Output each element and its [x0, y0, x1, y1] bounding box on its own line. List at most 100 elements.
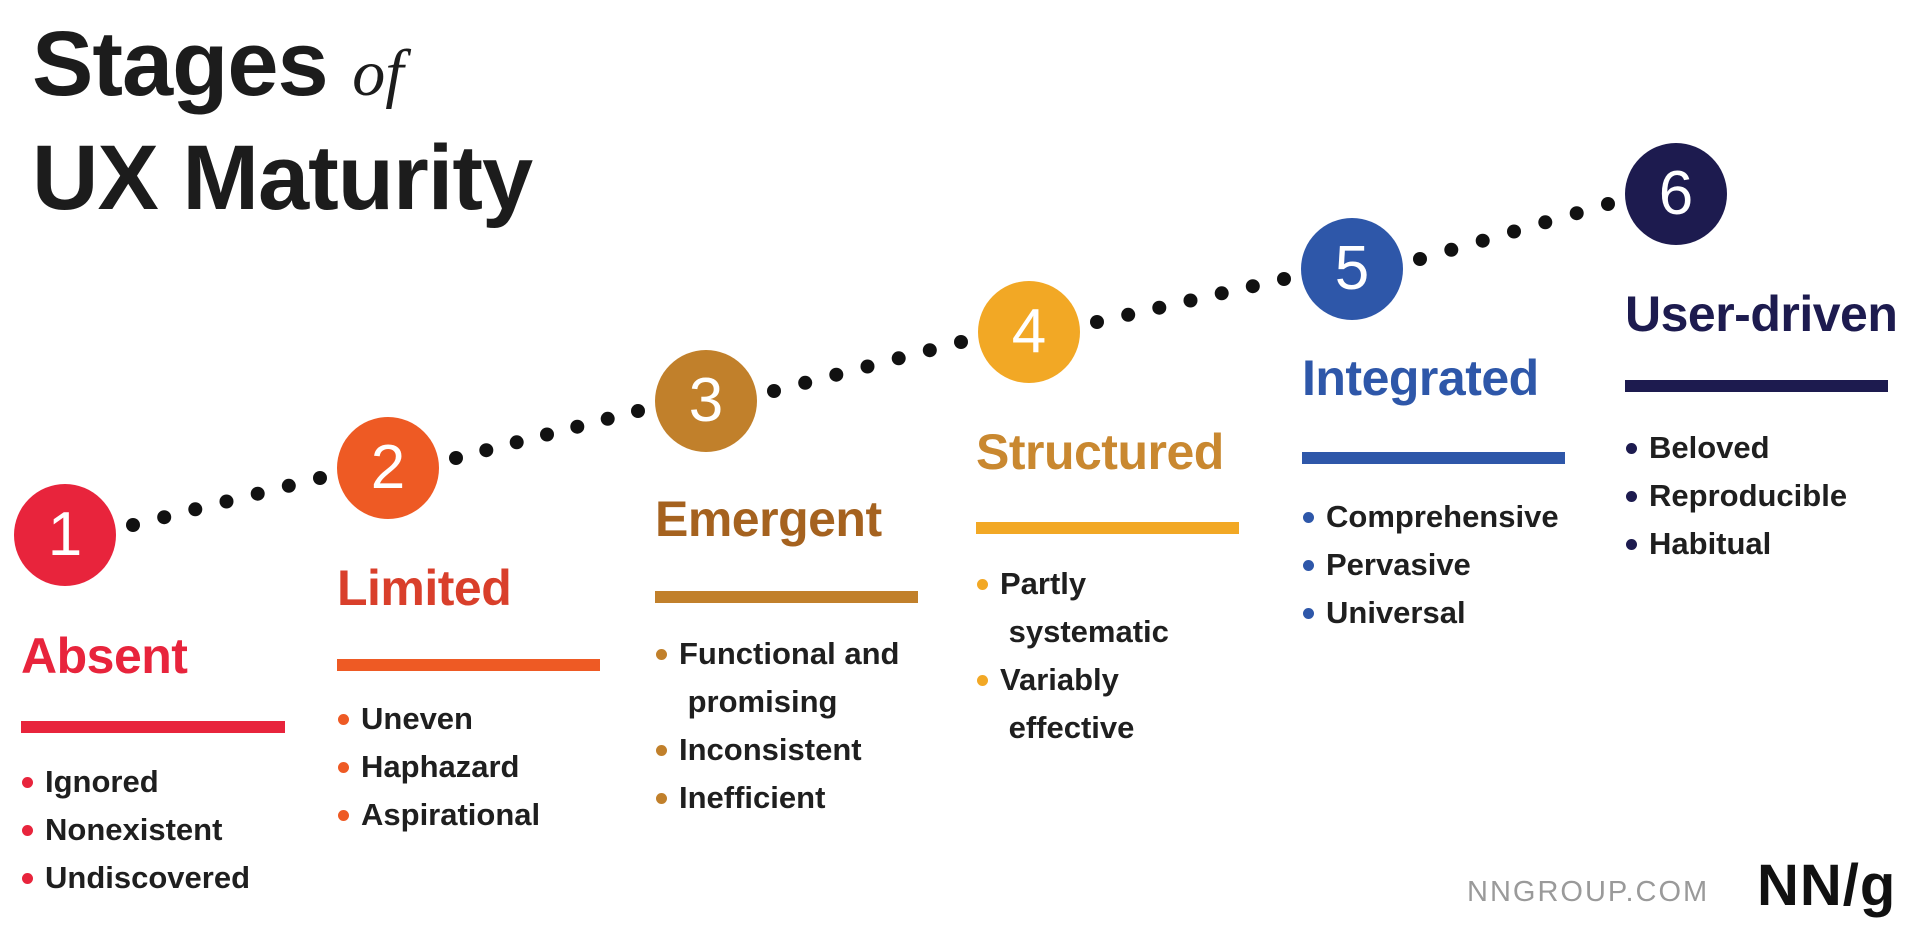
stage-divider [21, 721, 285, 733]
trait-item: Undiscovered [21, 854, 250, 902]
bullet-icon [656, 745, 667, 756]
stage-name: Absent [21, 628, 188, 684]
trait-text: Universal [1326, 595, 1466, 630]
bullet-icon [656, 649, 667, 660]
connector-dot [891, 351, 906, 366]
connector-dot [509, 435, 524, 450]
connector-dot [922, 343, 937, 358]
connector-dot [798, 375, 813, 390]
bullet-icon [1626, 443, 1637, 454]
trait-text: Functional and promising [679, 636, 900, 719]
trait-item: Inconsistent [655, 726, 899, 774]
bullet-icon [977, 579, 988, 590]
trait-text: Aspirational [361, 797, 541, 832]
connector-dot [1152, 300, 1167, 315]
title-word-ux-maturity: UX Maturity [32, 127, 533, 229]
title-word-stages: Stages [32, 13, 329, 115]
connector-dot [250, 486, 265, 501]
trait-text: Partly systematic [1000, 566, 1169, 649]
bullet-icon [656, 793, 667, 804]
connector-dot [449, 451, 463, 465]
connector-dot [1538, 215, 1553, 230]
bullet-icon [1303, 608, 1314, 619]
stage-divider [1625, 380, 1888, 392]
trait-item: Ignored [21, 758, 250, 806]
trait-item: Universal [1302, 589, 1559, 637]
bullet-icon [22, 825, 33, 836]
connector-dot [1475, 233, 1490, 248]
trait-item: Inefficient [655, 774, 899, 822]
stage-name: User-driven [1625, 286, 1898, 342]
connector-dot [954, 335, 968, 349]
connector-dot [188, 502, 203, 517]
connector-dot [281, 478, 296, 493]
trait-item: Habitual [1625, 520, 1847, 568]
connector-dot [1444, 242, 1459, 257]
stage-name: Emergent [655, 491, 882, 547]
stage-name: Integrated [1302, 350, 1539, 406]
trait-text: Nonexistent [45, 812, 223, 847]
stage-name: Limited [337, 560, 512, 616]
stage-number-badge: 1 [14, 484, 116, 586]
connector-dot [1183, 293, 1198, 308]
title-word-of: of [352, 37, 404, 110]
connector-dot [1214, 286, 1229, 301]
trait-item: Reproducible [1625, 472, 1847, 520]
trait-text: Habitual [1649, 526, 1772, 561]
trait-item: Beloved [1625, 424, 1847, 472]
stage-number-badge: 2 [337, 417, 439, 519]
connector-dot [219, 494, 234, 509]
connector-dot [600, 411, 615, 426]
trait-text: Comprehensive [1326, 499, 1559, 534]
connector-dot [1569, 206, 1584, 221]
trait-text: Pervasive [1326, 547, 1471, 582]
footer-url: NNGROUP.COM [1467, 876, 1710, 908]
trait-text: Reproducible [1649, 478, 1848, 513]
connector-dot [1121, 307, 1136, 322]
stage-divider [976, 522, 1239, 534]
bullet-icon [338, 762, 349, 773]
connector-dot [1245, 279, 1260, 294]
connector-dot [570, 419, 585, 434]
bullet-icon [977, 675, 988, 686]
connector-dot [767, 384, 781, 398]
stage-divider [1302, 452, 1565, 464]
trait-text: Undiscovered [45, 860, 251, 895]
connector-dot [157, 510, 172, 525]
bullet-icon [1303, 560, 1314, 571]
connector-dot [1601, 197, 1615, 211]
connector-dot [1277, 272, 1291, 286]
bullet-icon [1303, 512, 1314, 523]
nng-logo: NN/g [1757, 853, 1897, 918]
trait-item: Comprehensive [1302, 493, 1559, 541]
connector-dot [1090, 315, 1104, 329]
connector-dot [126, 518, 140, 532]
connector-dot [1507, 224, 1521, 239]
trait-item: Functional and promising [655, 630, 899, 726]
stage-divider [337, 659, 600, 671]
connector-dot [631, 404, 645, 418]
trait-text: Beloved [1649, 430, 1770, 465]
connector-dot [1413, 252, 1427, 266]
stage-number-badge: 4 [978, 281, 1080, 383]
bullet-icon [338, 714, 349, 725]
trait-text: Haphazard [361, 749, 520, 784]
bullet-icon [22, 873, 33, 884]
connector-dot [860, 359, 875, 374]
connector-dot [479, 443, 494, 458]
trait-item: Uneven [337, 695, 540, 743]
connector-dot [313, 471, 327, 485]
trait-item: Pervasive [1302, 541, 1559, 589]
stage-number-badge: 6 [1625, 143, 1727, 245]
trait-text: Variably effective [1000, 662, 1135, 745]
stage-number-badge: 3 [655, 350, 757, 452]
trait-text: Inefficient [679, 780, 826, 815]
connector-dot [829, 367, 844, 382]
trait-item: Variably effective [976, 656, 1169, 752]
page-title: Stages of UX Maturity [32, 12, 533, 230]
connector-dot [540, 427, 554, 442]
